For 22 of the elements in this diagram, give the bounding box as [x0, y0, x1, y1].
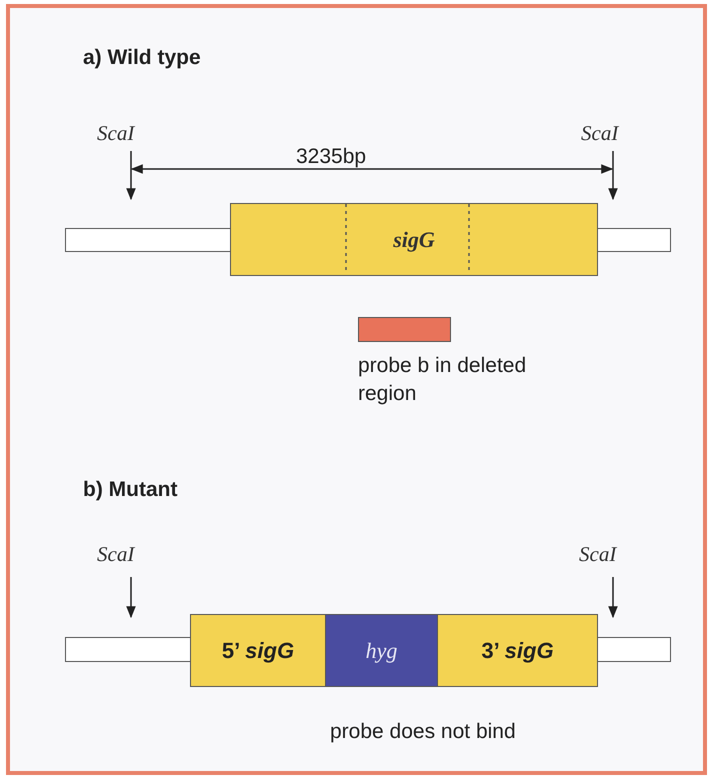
gene-box: [437, 614, 598, 687]
dna-bar: [597, 228, 671, 252]
gene-box: [190, 614, 326, 687]
gene-label: 5’ sigG: [222, 638, 294, 664]
note: probe does not bind: [330, 720, 516, 744]
enzyme-site-label: ScaI: [97, 542, 134, 567]
enzyme-site-label: ScaI: [581, 121, 618, 146]
dna-bar: [65, 637, 191, 662]
gene-box: [230, 203, 598, 276]
dna-bar: [597, 637, 671, 662]
gene-label: 3’ sigG: [481, 638, 554, 664]
dna-bar: [65, 228, 231, 252]
section-heading: b) Mutant: [83, 478, 178, 502]
dimension-label: 3235bp: [296, 145, 366, 169]
gene-label: sigG: [393, 226, 435, 252]
gene-label: hyg: [366, 638, 398, 664]
gene-box: [325, 614, 438, 687]
probe-caption: probe b in deleted region: [358, 353, 528, 407]
section-heading: a) Wild type: [83, 46, 201, 70]
dna-bar: [358, 317, 451, 342]
enzyme-site-label: ScaI: [97, 121, 134, 146]
enzyme-site-label: ScaI: [579, 542, 616, 567]
